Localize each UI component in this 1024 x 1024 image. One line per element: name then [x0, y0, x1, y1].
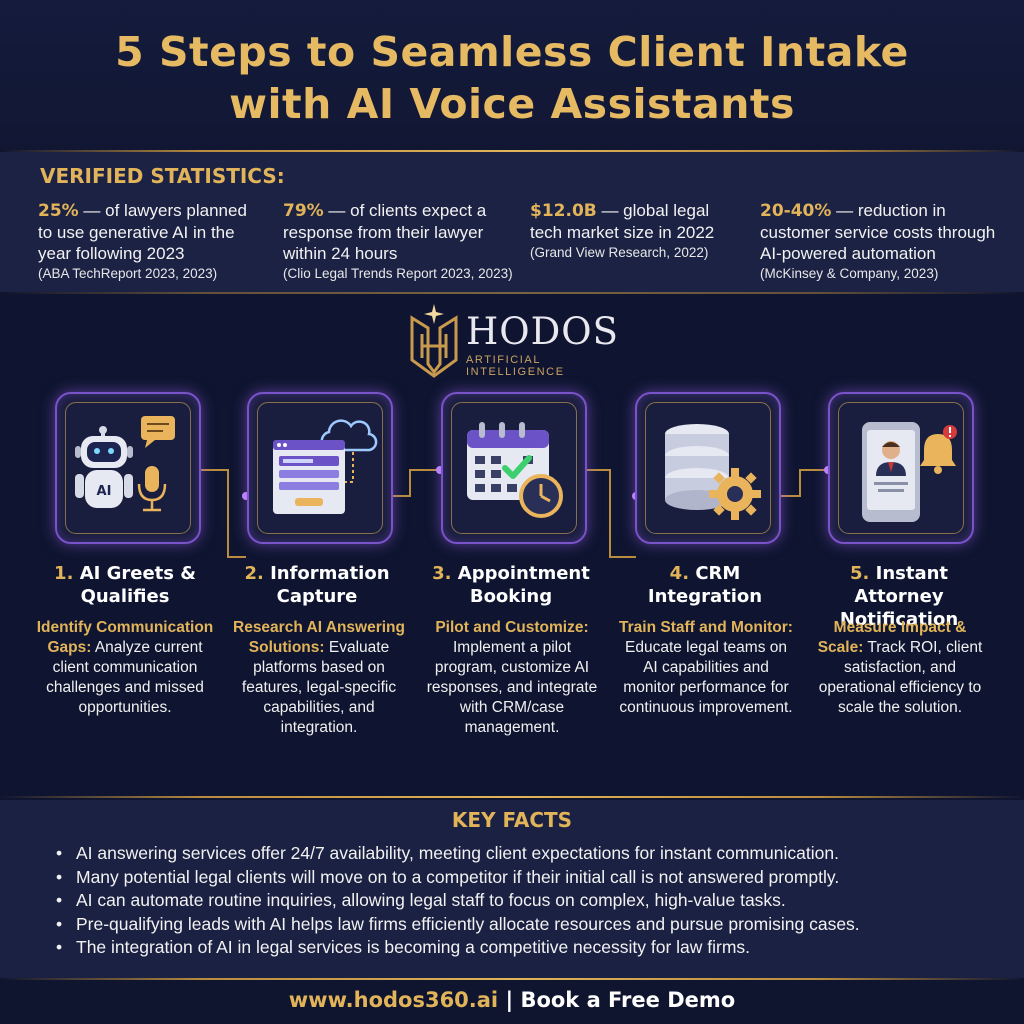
step-card-4	[635, 392, 781, 544]
step-title-4: 4. CRM Integration	[647, 563, 763, 607]
step-title-3: 3. Appointment Booking	[432, 563, 590, 607]
step-description-1: Identify Communication Gaps: Analyze cur…	[36, 619, 214, 716]
divider	[0, 796, 1024, 798]
stat-value: 20-40%	[760, 201, 832, 221]
hodos-emblem-icon	[410, 304, 458, 378]
step-title-5: 5. Instant Attorney Notification	[839, 563, 959, 630]
stat-source: (Clio Legal Trends Report 2023, 2023)	[283, 266, 513, 281]
verified-statistics-panel: VERIFIED STATISTICS: 25% — of lawyers pl…	[0, 152, 1024, 292]
page-title-line-1: 5 Steps to Seamless Client Intake	[115, 28, 909, 76]
step-description-5: Measure Impact & Scale: Track ROI, clien…	[817, 619, 983, 716]
hodos-logo: HODOS ARTIFICIAL INTELLIGENCE	[408, 304, 628, 378]
list-item: AI answering services offer 24/7 availab…	[52, 842, 860, 866]
step-card-3	[441, 392, 587, 544]
step-card-5	[828, 392, 974, 544]
list-item: The integration of AI in legal services …	[52, 936, 860, 960]
stat-value: $12.0B	[530, 201, 597, 221]
list-item: AI can automate routine inquiries, allow…	[52, 889, 860, 913]
robot-icon: AI	[75, 416, 175, 512]
calendar-clock-icon	[467, 422, 563, 518]
stats-heading: VERIFIED STATISTICS:	[40, 164, 285, 188]
step-description-3: Pilot and Customize: Implement a pilot p…	[426, 619, 598, 736]
stat-item: 25% — of lawyers planned to use generati…	[38, 200, 263, 283]
stat-source: (Grand View Research, 2022)	[530, 245, 709, 260]
step-card-1: AI	[55, 392, 201, 544]
list-item: Many potential legal clients will move o…	[52, 866, 860, 890]
step-card-2	[247, 392, 393, 544]
stat-source: (McKinsey & Company, 2023)	[760, 266, 939, 281]
website-link[interactable]: www.hodos360.ai	[288, 988, 499, 1012]
stat-item: $12.0B — global legal tech market size i…	[530, 200, 735, 262]
stat-text: — of lawyers planned to use generative A…	[38, 201, 247, 263]
footer: www.hodos360.ai | Book a Free Demo	[0, 980, 1024, 1024]
key-facts-panel: KEY FACTS AI answering services offer 24…	[0, 800, 1024, 978]
stat-text: — of clients expect a response from thei…	[283, 201, 487, 263]
stat-source: (ABA TechReport 2023, 2023)	[38, 266, 218, 281]
database-gear-icon	[665, 424, 761, 520]
divider	[0, 292, 1024, 294]
step-title-2: 2. Information Capture	[244, 563, 390, 607]
divider	[0, 150, 1024, 152]
stat-text: — reduction in customer service costs th…	[760, 201, 996, 263]
logo-tagline: ARTIFICIAL INTELLIGENCE	[466, 354, 565, 378]
step-description-2: Research AI Answering Solutions: Evaluat…	[233, 619, 405, 736]
key-facts-list: AI answering services offer 24/7 availab…	[52, 842, 860, 960]
list-item: Pre-qualifying leads with AI helps law f…	[52, 913, 860, 937]
stat-text: — global legal tech market size in 2022	[530, 201, 715, 242]
title-block: 5 Steps to Seamless Client Intake with A…	[0, 0, 1024, 150]
divider	[0, 978, 1024, 980]
stat-item: 79% — of clients expect a response from …	[283, 200, 513, 283]
step-title-1: 1. AI Greets & Qualifies	[54, 563, 196, 607]
footer-separator: |	[498, 988, 521, 1012]
step-description-4: Train Staff and Monitor: Educate legal t…	[619, 619, 793, 716]
stat-value: 79%	[283, 201, 324, 221]
key-facts-heading: KEY FACTS	[451, 808, 573, 832]
form-cloud-icon	[273, 419, 378, 514]
stat-value: 25%	[38, 201, 79, 221]
phone-bell-icon	[862, 422, 957, 522]
stat-item: 20-40% — reduction in customer service c…	[760, 200, 1010, 283]
logo-wordmark: HODOS	[466, 310, 619, 353]
page-title-line-2: with AI Voice Assistants	[229, 80, 795, 128]
ai-label: AI	[97, 484, 112, 499]
book-demo-link[interactable]: Book a Free Demo	[520, 988, 736, 1012]
steps-section: AI	[0, 392, 1024, 792]
